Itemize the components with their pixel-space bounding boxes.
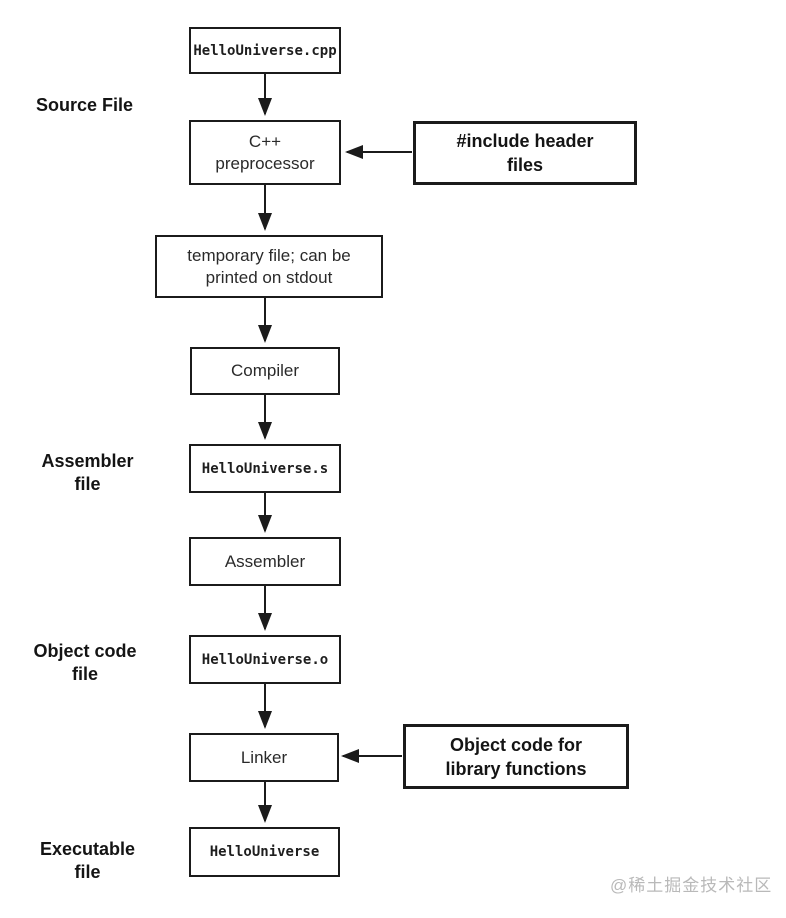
watermark-text: @稀土掘金技术社区 — [610, 876, 773, 895]
label-assembler-file: Assembler file — [41, 451, 134, 494]
node-executable: HelloUniverse — [189, 827, 340, 877]
label-object-code-file: Object code file — [33, 641, 137, 684]
node-temp-file: temporary file; can be printed on stdout — [155, 235, 383, 298]
node-source-file: HelloUniverse.cpp — [189, 27, 341, 74]
node-assembler: Assembler — [189, 537, 341, 586]
node-compiler: Compiler — [190, 347, 340, 395]
node-assembly-file: HelloUniverse.s — [189, 444, 341, 493]
node-library-objects: Object code for library functions — [403, 724, 629, 789]
node-object-file: HelloUniverse.o — [189, 635, 341, 684]
node-preprocessor: C++ preprocessor — [189, 120, 341, 185]
label-executable-file: Executable file — [39, 839, 136, 882]
node-linker: Linker — [189, 733, 339, 782]
label-source-file: Source File — [36, 95, 134, 115]
node-include-headers: #include header files — [413, 121, 637, 185]
